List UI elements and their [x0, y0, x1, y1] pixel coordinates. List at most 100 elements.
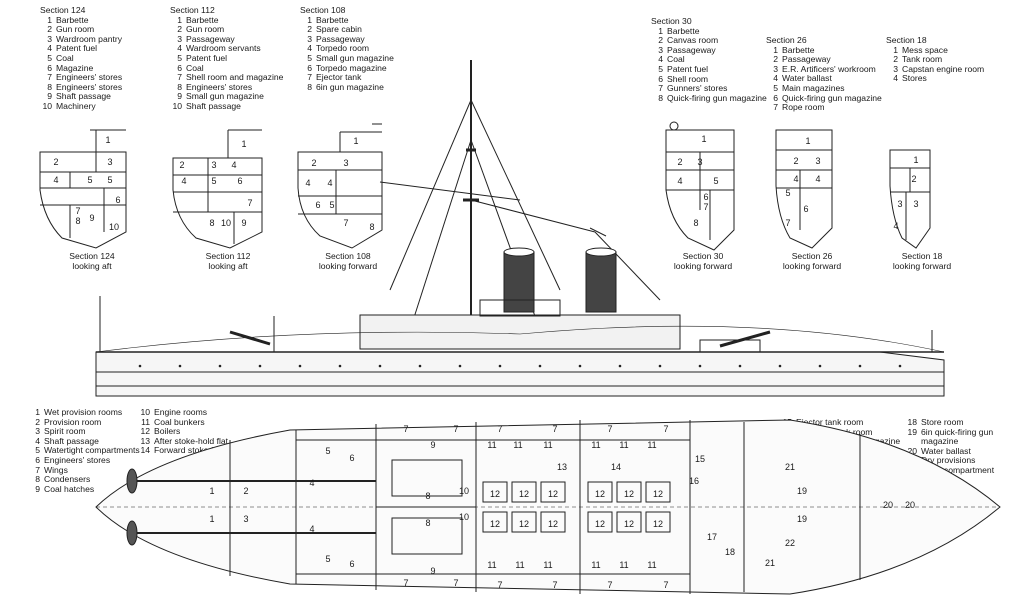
svg-text:5: 5: [211, 176, 216, 186]
legend-text: Barbette: [186, 14, 219, 25]
legend-number: 4: [658, 54, 663, 65]
svg-text:12: 12: [519, 519, 529, 529]
legend-text: Stores: [902, 73, 927, 84]
legend-number: 4: [47, 43, 52, 54]
caption-line: looking aft: [72, 261, 112, 271]
legend-text: Canvas room: [667, 35, 719, 46]
section-26-caption: Section 26 looking forward: [772, 251, 852, 271]
key-text: After stoke-hold flat: [154, 435, 229, 446]
legend-text: Engineers' stores: [186, 81, 253, 92]
legend-number: 9: [47, 91, 52, 102]
legend-text: Coal: [667, 54, 685, 65]
svg-text:7: 7: [75, 206, 80, 216]
legend-text: Main magazines: [782, 82, 845, 93]
svg-text:7: 7: [663, 424, 668, 434]
svg-text:9: 9: [430, 566, 435, 576]
svg-text:8: 8: [209, 218, 214, 228]
caption-line: looking forward: [318, 261, 378, 271]
legend-number: 8: [47, 81, 52, 92]
legend-text: Wardroom pantry: [56, 33, 123, 44]
legend-text: Engineers' stores: [56, 72, 123, 83]
legend-text: Barbette: [667, 25, 700, 36]
legend-item: 5 Patent fuel: [651, 63, 767, 75]
svg-text:4: 4: [793, 174, 798, 184]
legend-text: Ejector tank: [316, 72, 362, 83]
svg-text:7: 7: [497, 424, 502, 434]
key-item: 9 Coal hatches: [28, 483, 140, 495]
legend-text: Machinery: [56, 100, 96, 111]
ship-profile: [95, 60, 945, 397]
section-26-drawing: [775, 129, 833, 249]
legend-text: Shell room: [667, 73, 709, 84]
svg-text:11: 11: [487, 560, 496, 570]
key-text: Coal hatches: [44, 483, 95, 494]
caption-line: Section 18: [901, 251, 943, 261]
svg-text:3: 3: [697, 157, 702, 167]
legend-number: 2: [177, 24, 182, 35]
legend-number: 5: [177, 52, 182, 63]
caption-line: looking forward: [782, 261, 842, 271]
legend-text: Rope room: [782, 102, 825, 113]
legend-text: Gun room: [186, 24, 225, 35]
key-number: 3: [35, 426, 40, 437]
svg-text:10: 10: [109, 222, 119, 232]
svg-text:21: 21: [765, 558, 775, 568]
legend-number: 8: [177, 81, 182, 92]
svg-text:21: 21: [785, 462, 795, 472]
svg-text:6: 6: [349, 453, 354, 463]
legend-text: Shell room and magazine: [186, 72, 284, 83]
section-title: Section 108: [300, 5, 346, 15]
legend-number: 4: [773, 73, 778, 84]
svg-text:16: 16: [689, 476, 699, 486]
key-text: Condensers: [44, 474, 91, 485]
svg-text:5: 5: [325, 446, 330, 456]
caption-line: Section 26: [791, 251, 833, 261]
legend-number: 9: [177, 91, 182, 102]
svg-text:7: 7: [403, 424, 408, 434]
section-30-caption: Section 30 looking forward: [663, 251, 743, 271]
caption-line: looking aft: [208, 261, 248, 271]
legend-number: 5: [658, 63, 663, 74]
legend-number: 6: [658, 73, 663, 84]
key-text: Wet provision rooms: [44, 407, 123, 417]
svg-text:12: 12: [548, 489, 558, 499]
key-number: 9: [35, 483, 40, 494]
section-18-caption: Section 18 looking forward: [882, 251, 962, 271]
legend-text: Passageway: [316, 33, 365, 44]
legend-text: Torpedo magazine: [316, 62, 387, 73]
legend-text: Quick-firing gun magazine: [782, 92, 882, 103]
svg-text:3: 3: [211, 160, 216, 170]
legend-text: Patent fuel: [667, 63, 709, 74]
legend-number: 3: [177, 33, 182, 44]
svg-text:8: 8: [369, 222, 374, 232]
svg-text:6: 6: [237, 176, 242, 186]
legend-text: Wardroom servants: [186, 43, 261, 54]
legend-number: 1: [773, 44, 778, 55]
svg-text:2: 2: [793, 156, 798, 166]
legend-text: Magazine: [56, 62, 94, 73]
legend-text: Passageway: [667, 44, 716, 55]
